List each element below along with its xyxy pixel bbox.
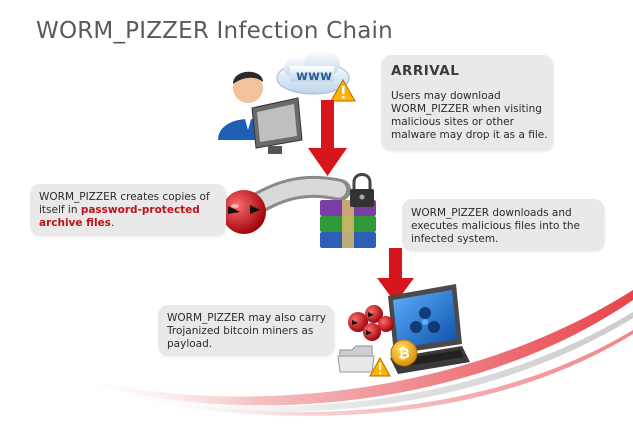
archive-copies-text-start: WORM_PIZZER creates copies of itself in [39, 191, 210, 216]
warning-icon [369, 356, 391, 377]
worm-icon [222, 175, 351, 234]
bitcoin-icon: ₿ [390, 339, 418, 367]
archive-copies-highlight: password-protected archive files [39, 204, 200, 229]
archive-copies-text: WORM_PIZZER creates copies of itself in … [39, 191, 224, 230]
arrival-callout: ARRIVAL Users may download WORM_PIZZER w… [381, 55, 553, 151]
infected-computer-icon [388, 284, 470, 374]
arrival-text: Users may download WORM_PIZZER when visi… [391, 90, 548, 141]
flow-arrow [377, 248, 414, 303]
arrival-heading: ARRIVAL [391, 63, 460, 79]
www-cloud-icon: www [276, 50, 350, 95]
archive-copies-text-end: . [110, 217, 115, 229]
decorative-swoosh [60, 290, 633, 416]
diagram-title: WORM_PIZZER Infection Chain [36, 18, 393, 44]
password-archive-icon [320, 173, 376, 248]
worm-swarm-icon [348, 305, 394, 341]
user-at-computer-icon [218, 71, 303, 154]
bitcoin-miners-callout: WORM_PIZZER may also carry Trojanized bi… [158, 305, 334, 356]
downloads-text: WORM_PIZZER downloads and executes malic… [411, 207, 580, 245]
bitcoin-miners-text: WORM_PIZZER may also carry Trojanized bi… [167, 312, 327, 350]
folder-icon [337, 345, 375, 373]
flow-arrow [308, 100, 347, 176]
cloud-label: www [296, 69, 332, 84]
archive-copies-callout: WORM_PIZZER creates copies of itself in … [30, 184, 226, 236]
downloads-callout: WORM_PIZZER downloads and executes malic… [402, 199, 604, 251]
svg-text:₿: ₿ [398, 346, 409, 362]
warning-icon [330, 78, 356, 102]
